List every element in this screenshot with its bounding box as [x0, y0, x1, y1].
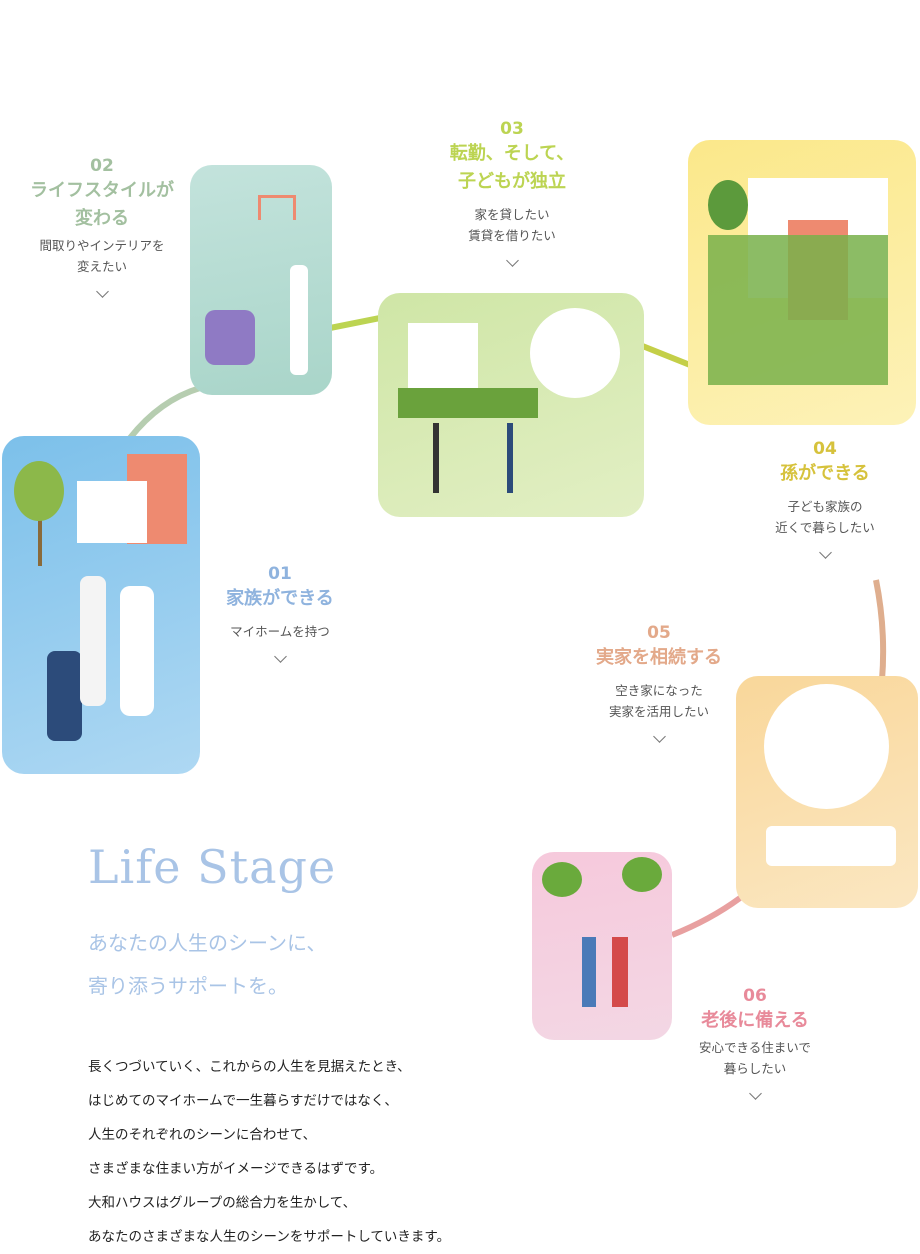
stage-number: 02 — [90, 156, 114, 176]
stage-desc: 子ども家族の近くで暮らしたい — [775, 499, 875, 535]
stage-title: ライフスタイルが — [30, 180, 174, 201]
stage-title: 孫ができる — [780, 463, 870, 484]
section-subtitle: あなたの人生のシーンに、 寄り添うサポートを。 — [88, 931, 327, 998]
chevron-down-icon[interactable] — [652, 730, 666, 743]
stage-number: 01 — [268, 564, 292, 584]
stage-number: 03 — [500, 119, 524, 139]
stage-06: 06 老後に備える 安心できる住まいで暮らしたい — [655, 985, 855, 1102]
stage-01: 01 家族ができる マイホームを持つ — [180, 563, 380, 665]
stage-desc: 安心できる住まいで暮らしたい — [699, 1040, 811, 1076]
stage-title: 変わる — [75, 208, 129, 229]
stage-04: 04 孫ができる 子ども家族の近くで暮らしたい — [725, 438, 920, 561]
stage-title: 老後に備える — [701, 1010, 809, 1031]
illustration-lifestyle — [190, 165, 332, 395]
stage-desc: 家を貸したい賃貸を借りたい — [468, 207, 556, 243]
stage-desc: 空き家になった実家を活用したい — [608, 683, 709, 719]
stage-number: 06 — [743, 986, 767, 1006]
stage-title: 実家を相続する — [596, 647, 722, 668]
stage-02: 02 ライフスタイルが 変わる 間取りやインテリアを変えたい — [2, 155, 202, 300]
chevron-down-icon[interactable] — [748, 1087, 762, 1100]
stage-05: 05 実家を相続する 空き家になった実家を活用したい — [559, 622, 759, 745]
stage-number: 05 — [647, 623, 671, 643]
stage-03: 03 転勤、そして、 子どもが独立 家を貸したい賃貸を借りたい — [412, 118, 612, 269]
illustration-grandchildren — [688, 140, 916, 425]
chevron-down-icon[interactable] — [273, 650, 287, 663]
stage-number: 04 — [813, 439, 837, 459]
illustration-inheritance — [736, 676, 918, 908]
illustration-family — [2, 436, 200, 774]
stage-desc: 間取りやインテリアを変えたい — [39, 238, 165, 274]
chevron-down-icon[interactable] — [505, 254, 519, 267]
stage-title: 転勤、そして、 — [449, 143, 575, 164]
stage-title: 子どもが独立 — [458, 171, 566, 192]
chevron-down-icon[interactable] — [95, 285, 109, 298]
section-title: Life Stage — [88, 840, 337, 894]
stage-title: 家族ができる — [226, 588, 334, 609]
section-body: 長くつづいていく、これからの人生を見据えたとき、 はじめてのマイホームで一生暮ら… — [88, 1059, 451, 1245]
stage-desc: マイホームを持つ — [230, 624, 330, 639]
illustration-retirement — [532, 852, 672, 1040]
chevron-down-icon[interactable] — [818, 546, 832, 559]
illustration-relocation — [378, 293, 644, 517]
